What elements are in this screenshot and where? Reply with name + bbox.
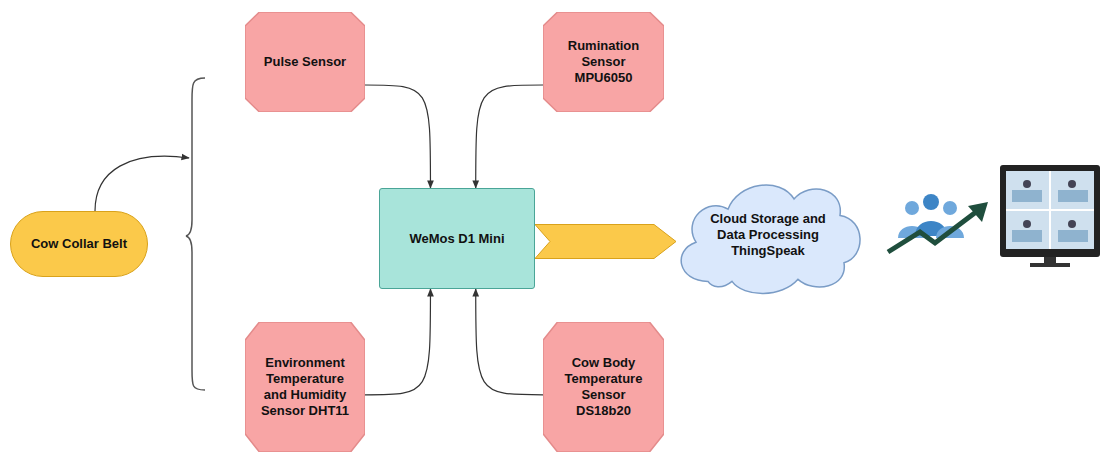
connector [476, 289, 543, 395]
node-label: Cow Collar Belt [31, 236, 127, 252]
node-label: Cloud Storage and Data Processing ThingS… [704, 211, 832, 259]
sensor-box: Pulse Sensor [245, 12, 365, 112]
connector [535, 225, 676, 259]
node-label: Cow Body Temperature Sensor DS18b20 [555, 355, 652, 419]
sensor-box: Cow Body Temperature Sensor DS18b20 [543, 322, 664, 452]
sensor-box: Rumination Sensor MPU6050 [543, 12, 664, 112]
node-label: Rumination Sensor MPU6050 [555, 38, 652, 86]
collar-belt: Cow Collar Belt [10, 211, 148, 277]
node-label: Pulse Sensor [264, 54, 346, 70]
node-label: Environment Temperature and Humidity Sen… [257, 355, 353, 419]
connector [365, 289, 430, 395]
controller-box: WeMos D1 Mini [379, 188, 535, 289]
users-icon [888, 194, 988, 252]
connector [365, 85, 430, 188]
node-label: WeMos D1 Mini [409, 231, 504, 247]
monitor-icon [1000, 165, 1100, 267]
collar-link [95, 156, 189, 211]
brace [186, 78, 205, 390]
cloud-shape: Cloud Storage and Data Processing ThingS… [668, 168, 868, 302]
connector [476, 85, 543, 188]
sensor-box: Environment Temperature and Humidity Sen… [245, 322, 365, 452]
